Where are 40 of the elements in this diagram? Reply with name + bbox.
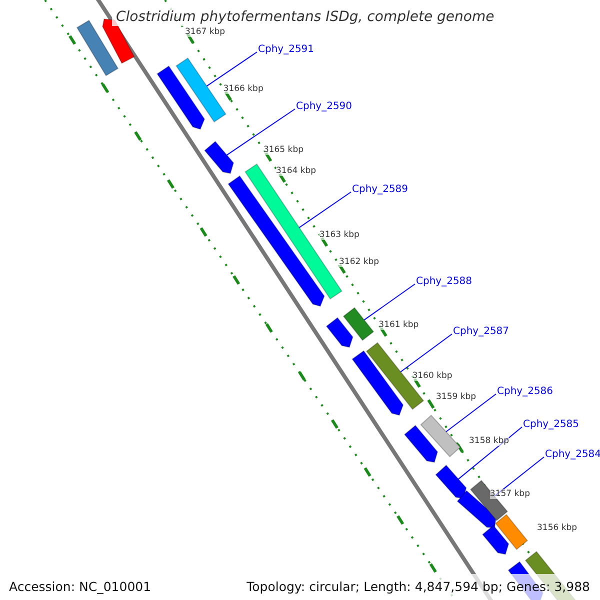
gene-label: Cphy_2591: [258, 44, 314, 56]
gene-feature: [156, 65, 206, 130]
tick-label: 3162 kbp: [339, 257, 380, 267]
tick-label: 3156 kbp: [537, 523, 578, 533]
tick-label: 3166 kbp: [223, 84, 264, 94]
gene-bar: [420, 414, 461, 458]
leader-line: [458, 426, 522, 480]
gene-label: Cphy_2589: [352, 184, 408, 196]
gene-bar: [494, 514, 528, 550]
tick-label: 3160 kbp: [412, 371, 452, 381]
gene-bar: [76, 20, 119, 76]
leader-line: [446, 394, 496, 432]
gene-label: Cphy_2585: [523, 419, 580, 431]
tick-label: 3158 kbp: [469, 436, 510, 446]
gene-feature: [482, 524, 510, 555]
gene-label: Cphy_2590: [296, 101, 352, 113]
tick-label: 3159 kbp: [436, 392, 476, 402]
gene-label: Cphy_2587: [453, 326, 510, 338]
gene-feature: [352, 350, 404, 416]
leader-line: [494, 456, 544, 497]
tick-label: 3157 kbp: [490, 489, 530, 499]
leader-line: [400, 334, 452, 372]
gene-feature: [326, 317, 354, 348]
genome-info-text: Topology: circular; Length: 4,847,594 bp; Genes: 3,988: [246, 579, 590, 594]
gene-feature: [204, 140, 234, 174]
tick-label: 3164 kbp: [276, 166, 316, 176]
leader-line: [364, 284, 416, 320]
accession-text: Accession: NC_010001: [9, 579, 152, 594]
tick-label: 3167 kbp: [185, 27, 226, 37]
leader-line: [298, 192, 352, 228]
leader-line: [206, 52, 258, 87]
gene-feature: [404, 424, 438, 463]
gene-feature: [435, 464, 467, 499]
tick-label: 3165 kbp: [263, 145, 304, 155]
tick-label: 3163 kbp: [319, 230, 360, 240]
tick-label: 3161 kbp: [378, 320, 419, 330]
gene-label: Cphy_2588: [416, 276, 472, 288]
leader-line: [226, 108, 296, 156]
gene-label: Cphy_2586: [497, 386, 554, 398]
gene-bar: [342, 307, 374, 341]
